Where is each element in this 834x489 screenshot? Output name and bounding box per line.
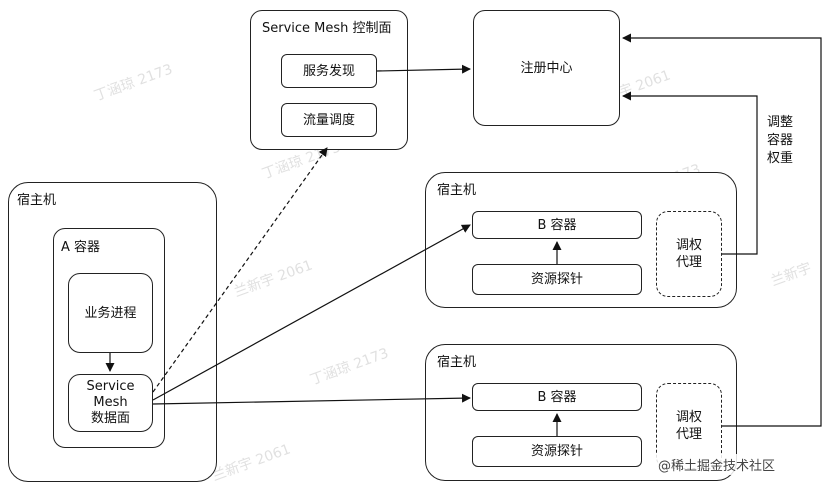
background-watermark: 兰新宇 bbox=[768, 260, 814, 290]
weight-proxy-top-box: 调权 代理 bbox=[656, 211, 722, 297]
weight-proxy-line: 调权 bbox=[675, 410, 702, 425]
resource-probe-bottom-box: 资源探针 bbox=[472, 436, 642, 467]
watermark-text: @稀土掘金技术社区 bbox=[654, 454, 780, 475]
data-plane-line: Service bbox=[86, 379, 135, 394]
adjust-weight-line: 权重 bbox=[766, 151, 793, 166]
business-process-box: 业务进程 bbox=[68, 273, 153, 353]
adjust-weight-line: 调整 bbox=[766, 115, 793, 130]
registry-box: 注册中心 bbox=[473, 10, 620, 126]
background-watermark: 兰新宇 2061 bbox=[210, 441, 293, 485]
adjust-weight-label: 调整 容器 权重 bbox=[766, 114, 794, 168]
service-discovery-box: 服务发现 bbox=[281, 54, 377, 88]
adjust-weight-line: 容器 bbox=[766, 133, 793, 148]
weight-proxy-line: 代理 bbox=[675, 427, 702, 442]
host-left-title: 宿主机 bbox=[17, 193, 57, 208]
control-plane-title: Service Mesh 控制面 bbox=[262, 21, 392, 36]
weight-proxy-line: 调权 bbox=[675, 238, 702, 253]
data-plane-box: Service Mesh 数据面 bbox=[68, 374, 153, 432]
host-right-bottom-title: 宿主机 bbox=[437, 355, 477, 370]
data-plane-line: 数据面 bbox=[90, 411, 130, 426]
background-watermark: 丁涵琼 2173 bbox=[92, 61, 175, 105]
host-right-top-title: 宿主机 bbox=[437, 183, 477, 198]
traffic-scheduling-box: 流量调度 bbox=[281, 103, 377, 137]
container-a-title: A 容器 bbox=[61, 240, 101, 255]
container-b-top-box: B 容器 bbox=[472, 211, 642, 239]
container-b-bottom-box: B 容器 bbox=[472, 383, 642, 411]
weight-proxy-line: 代理 bbox=[675, 255, 702, 270]
background-watermark: 兰新宇 2061 bbox=[232, 257, 315, 301]
background-watermark: 丁涵琼 2173 bbox=[308, 345, 391, 389]
data-plane-line: Mesh bbox=[93, 395, 128, 410]
resource-probe-top-box: 资源探针 bbox=[472, 264, 642, 295]
